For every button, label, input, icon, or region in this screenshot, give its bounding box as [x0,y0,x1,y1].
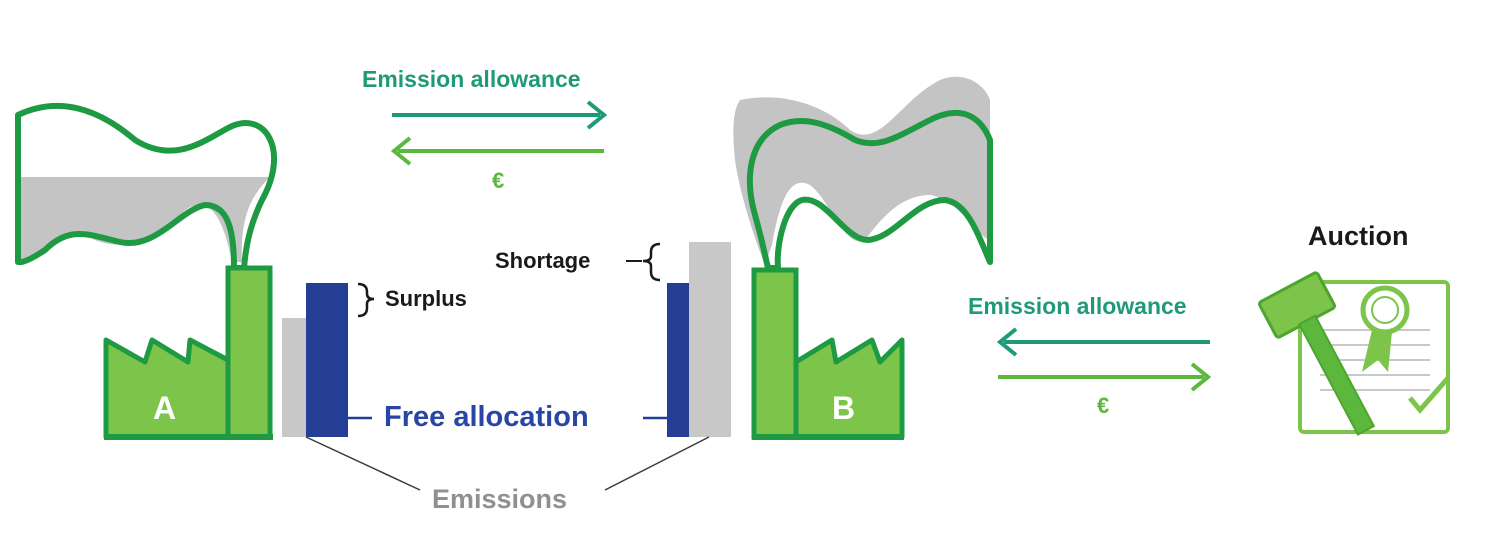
surplus-label: Surplus [385,286,467,311]
free-allocation-bar-a [306,283,348,437]
emissions-leader-left [305,436,421,491]
emissions-label: Emissions [432,484,568,514]
top-allowance-arrowhead [586,100,608,130]
top-money-label: € [492,168,505,193]
gavel-icon [1258,271,1376,436]
shortage-label: Shortage [495,248,591,273]
right-allowance-label: Emission allowance [968,293,1187,319]
auction-check [1408,376,1450,414]
factory-b-building [793,337,905,440]
factory-b-smoke-outline [747,109,993,271]
factory-b-chimney [751,267,799,440]
factory-a-label: A [153,390,177,426]
factory-a-smoke-outline [15,102,277,271]
auction-gavel-icon [1258,271,1450,436]
factory-a-smoke [18,177,270,265]
top-money-arrowhead [390,136,412,166]
factory-b-label: B [832,390,856,426]
auction-label: Auction [1308,221,1409,251]
emissions-leader-right [604,436,710,491]
emissions-bar-b [689,242,731,437]
right-money-label: € [1097,393,1110,418]
free-allocation-label: Free allocation [384,401,589,433]
factory-b [733,76,993,440]
factory-a [15,102,277,440]
surplus-bracket [357,282,375,318]
right-money-arrowhead [1190,362,1212,392]
factory-a-chimney [225,265,273,440]
auction-seal [1360,285,1410,335]
emissions-bar-a [282,318,306,437]
right-allowance-arrowhead [996,327,1018,357]
top-allowance-label: Emission allowance [362,66,581,92]
shortage-bracket [642,242,661,282]
